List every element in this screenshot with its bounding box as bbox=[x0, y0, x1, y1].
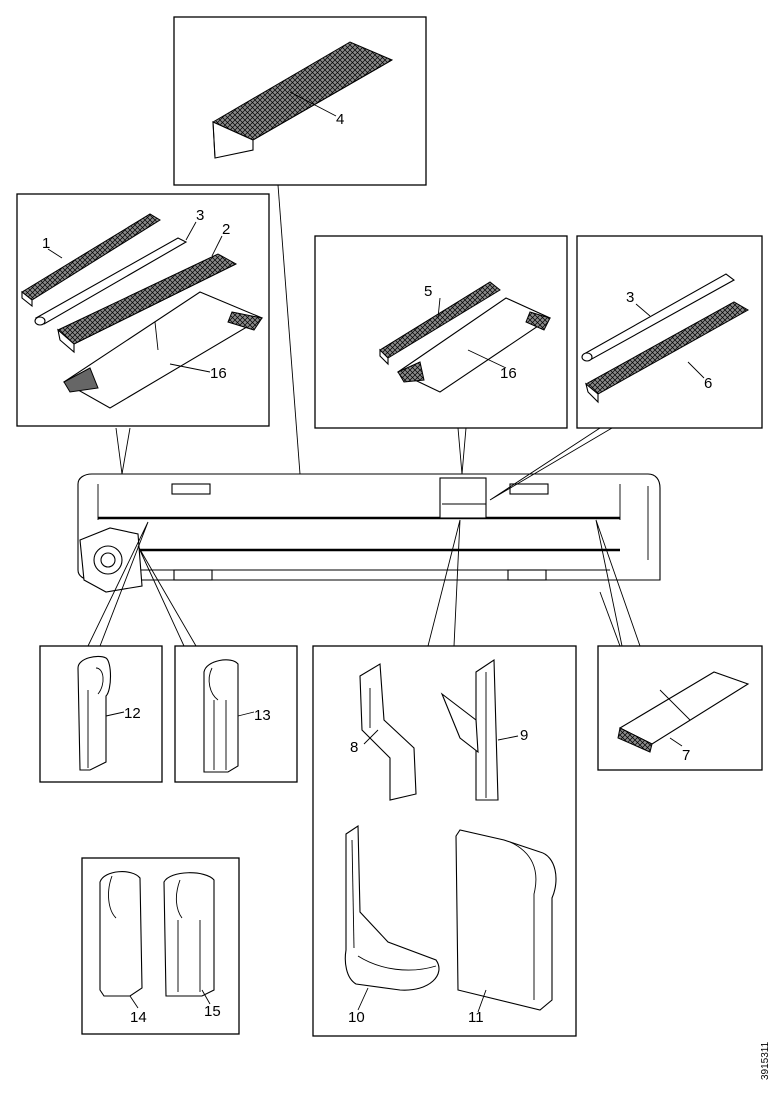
grille-4 bbox=[211, 41, 394, 159]
end-cap-14 bbox=[99, 871, 143, 997]
detail-box-end-cap-13 bbox=[174, 645, 298, 783]
detail-box-center-parts bbox=[312, 645, 577, 1037]
callout-labels: 4 1 3 2 16 5 16 3 6 12 13 8 9 7 10 11 14… bbox=[42, 111, 771, 1080]
detail-box-end-cap-12 bbox=[39, 645, 163, 783]
callout-15: 15 bbox=[204, 1003, 221, 1020]
panel-16-center bbox=[396, 297, 552, 393]
leader-lines bbox=[87, 184, 641, 647]
callout-11: 11 bbox=[468, 1009, 484, 1026]
detail-box-trim-7 bbox=[597, 645, 763, 771]
grille-1 bbox=[21, 213, 161, 308]
end-piece-11 bbox=[455, 829, 557, 1011]
callout-10: 10 bbox=[348, 1009, 365, 1026]
bracket-8 bbox=[359, 663, 417, 801]
callout-9: 9 bbox=[520, 727, 528, 744]
detail-box-right-rail bbox=[576, 235, 763, 429]
detail-box-end-caps-14-15 bbox=[81, 857, 240, 1035]
callout-8: 8 bbox=[350, 739, 358, 756]
callout-7: 7 bbox=[682, 747, 690, 764]
callout-6: 6 bbox=[704, 375, 712, 392]
callout-3-left: 3 bbox=[196, 207, 204, 224]
end-cap-12 bbox=[77, 655, 112, 771]
callout-2: 2 bbox=[222, 221, 230, 238]
callout-5: 5 bbox=[424, 283, 432, 300]
callout-16-center: 16 bbox=[500, 365, 517, 382]
end-cap-left bbox=[79, 527, 143, 593]
callout-3-right: 3 bbox=[626, 289, 634, 306]
trim-7 bbox=[617, 671, 750, 753]
document-id: 3915311 bbox=[760, 1041, 771, 1080]
callout-1: 1 bbox=[42, 235, 50, 252]
main-assembly bbox=[77, 473, 661, 593]
grille-6 bbox=[585, 301, 750, 404]
end-cap-13 bbox=[203, 659, 239, 773]
rod-3 bbox=[34, 237, 188, 326]
detail-box-left-rail bbox=[16, 193, 270, 427]
panel-16-left bbox=[62, 291, 264, 409]
callout-12: 12 bbox=[124, 705, 141, 722]
callout-13: 13 bbox=[254, 707, 271, 724]
callout-4: 4 bbox=[336, 111, 344, 128]
end-cap-15 bbox=[163, 872, 215, 997]
callout-14: 14 bbox=[130, 1009, 147, 1026]
end-piece-10 bbox=[344, 824, 440, 991]
rod-3-right bbox=[581, 273, 736, 362]
callout-16-left: 16 bbox=[210, 365, 227, 382]
bracket-9 bbox=[440, 658, 499, 801]
grille-2 bbox=[57, 253, 238, 354]
grille-5 bbox=[379, 281, 501, 366]
detail-box-grille-4 bbox=[173, 16, 427, 186]
detail-box-center-rail bbox=[314, 235, 568, 429]
